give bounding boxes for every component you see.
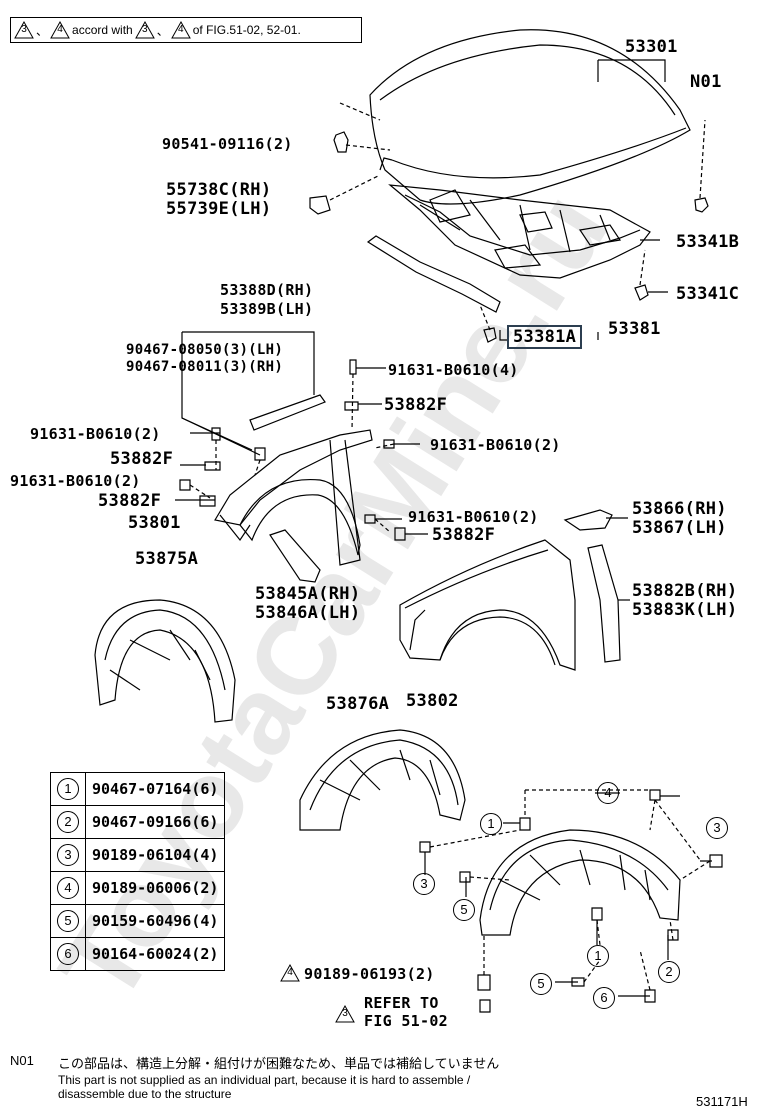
refer-to-label: REFER TO xyxy=(364,994,439,1012)
label-90189-06193[interactable]: 90189-06193(2) xyxy=(304,965,435,983)
label-53882f-3[interactable]: 53882F xyxy=(98,491,162,511)
hood-bumper xyxy=(309,195,331,215)
label-53882b[interactable]: 53882B(RH) xyxy=(632,581,738,601)
label-53341b[interactable]: 53341B xyxy=(676,232,740,252)
label-53882f-2[interactable]: 53882F xyxy=(110,449,174,469)
callout-6: 6 xyxy=(593,987,615,1009)
figure-code: 531171H xyxy=(696,1094,748,1109)
label-53866[interactable]: 53866(RH) xyxy=(632,499,727,519)
callout-2: 2 xyxy=(658,961,680,983)
label-53389b[interactable]: 53389B(LH) xyxy=(220,300,314,318)
table-cell-part[interactable]: 90159-60496(4) xyxy=(84,904,226,938)
table-cell-part[interactable]: 90467-09166(6) xyxy=(84,805,226,839)
label-53867[interactable]: 53867(LH) xyxy=(632,518,727,538)
callout-5: 5 xyxy=(530,973,552,995)
table-cell-part[interactable]: 90189-06006(2) xyxy=(84,871,226,905)
label-53845a[interactable]: 53845A(RH) xyxy=(255,584,361,604)
hood-panel xyxy=(369,29,691,205)
label-53802[interactable]: 53802 xyxy=(406,691,459,711)
top-reference-note: 3 、 4 accord with 3 、 4 of FIG.51-02, 52… xyxy=(10,17,362,43)
callout-3: 3 xyxy=(706,817,728,839)
label-53876a[interactable]: 53876A xyxy=(326,694,390,714)
front-fender-liner-b xyxy=(299,729,466,831)
callout-3: 3 xyxy=(413,873,435,895)
footnote-english-1: This part is not supplied as an individu… xyxy=(58,1073,471,1087)
rear-fender-liner xyxy=(479,829,681,936)
label-n01[interactable]: N01 xyxy=(690,72,722,92)
label-91631-b0610-lower[interactable]: 91631-B0610(2) xyxy=(10,472,141,490)
front-fender xyxy=(399,539,576,671)
hood-seal-strip xyxy=(366,235,501,313)
fender-seal-block xyxy=(587,544,621,663)
label-91631-b0610-mid[interactable]: 91631-B0610(2) xyxy=(408,508,539,526)
label-53301[interactable]: 53301 xyxy=(625,37,678,57)
table-cell-part[interactable]: 90189-06104(4) xyxy=(84,838,226,872)
callout-1: 1 xyxy=(480,813,502,835)
front-fender-liner-a xyxy=(94,599,236,723)
triangle-mark-icon: 3 xyxy=(134,21,155,39)
callout-1: 1 xyxy=(587,945,609,967)
label-90467-08050[interactable]: 90467-08050(3)(LH) xyxy=(126,342,284,358)
footnote-code: N01 xyxy=(10,1053,34,1068)
label-55739e[interactable]: 55739E(LH) xyxy=(166,199,272,219)
label-53846a[interactable]: 53846A(LH) xyxy=(255,603,361,623)
table-cell-part[interactable]: 90467-07164(6) xyxy=(84,772,226,806)
triangle-mark-icon: 3 xyxy=(335,1004,355,1023)
triangle-mark-icon: 4 xyxy=(280,963,300,982)
footnote-english-2: disassemble due to the structure xyxy=(58,1087,232,1101)
label-53801[interactable]: 53801 xyxy=(128,513,181,533)
fender-seal-strip xyxy=(249,394,326,431)
label-53883k[interactable]: 53883K(LH) xyxy=(632,600,738,620)
label-53882f-1[interactable]: 53882F xyxy=(384,395,448,415)
label-90541-09116[interactable]: 90541-09116(2) xyxy=(162,135,293,153)
label-53341c[interactable]: 53341C xyxy=(676,284,740,304)
triangle-mark-icon: 4 xyxy=(50,21,70,39)
label-53882f-4[interactable]: 53882F xyxy=(432,525,496,545)
label-55738c[interactable]: 55738C(RH) xyxy=(166,180,272,200)
hood-clip xyxy=(333,131,349,153)
hood-inner-frame xyxy=(388,184,651,279)
label-91631-b0610-4[interactable]: 91631-B0610(4) xyxy=(388,361,519,379)
label-90467-08011[interactable]: 90467-08011(3)(RH) xyxy=(126,359,284,375)
label-53381[interactable]: 53381 xyxy=(608,319,661,339)
callout-5: 5 xyxy=(453,899,475,921)
label-53875a[interactable]: 53875A xyxy=(135,549,199,569)
label-53388d[interactable]: 53388D(RH) xyxy=(220,281,314,299)
fender-apron xyxy=(214,429,373,566)
table-cell-part[interactable]: 90164-60024(2) xyxy=(84,937,226,971)
fender-side-bracket xyxy=(563,509,613,531)
triangle-mark-icon: 3 xyxy=(14,21,34,39)
callout-4: 4 xyxy=(597,782,619,804)
refer-fig-link[interactable]: FIG 51-02 xyxy=(364,1012,448,1030)
triangle-mark-icon: 4 xyxy=(170,21,191,39)
footnote-japanese: この部品は、構造上分解・組付けが困難なため、単品では補給していません xyxy=(58,1056,500,1071)
label-91631-b0610-right[interactable]: 91631-B0610(2) xyxy=(430,436,561,454)
label-53381a-highlighted[interactable]: 53381A xyxy=(507,325,583,349)
fender-bracket xyxy=(269,529,321,583)
label-91631-b0610-left[interactable]: 91631-B0610(2) xyxy=(30,425,161,443)
